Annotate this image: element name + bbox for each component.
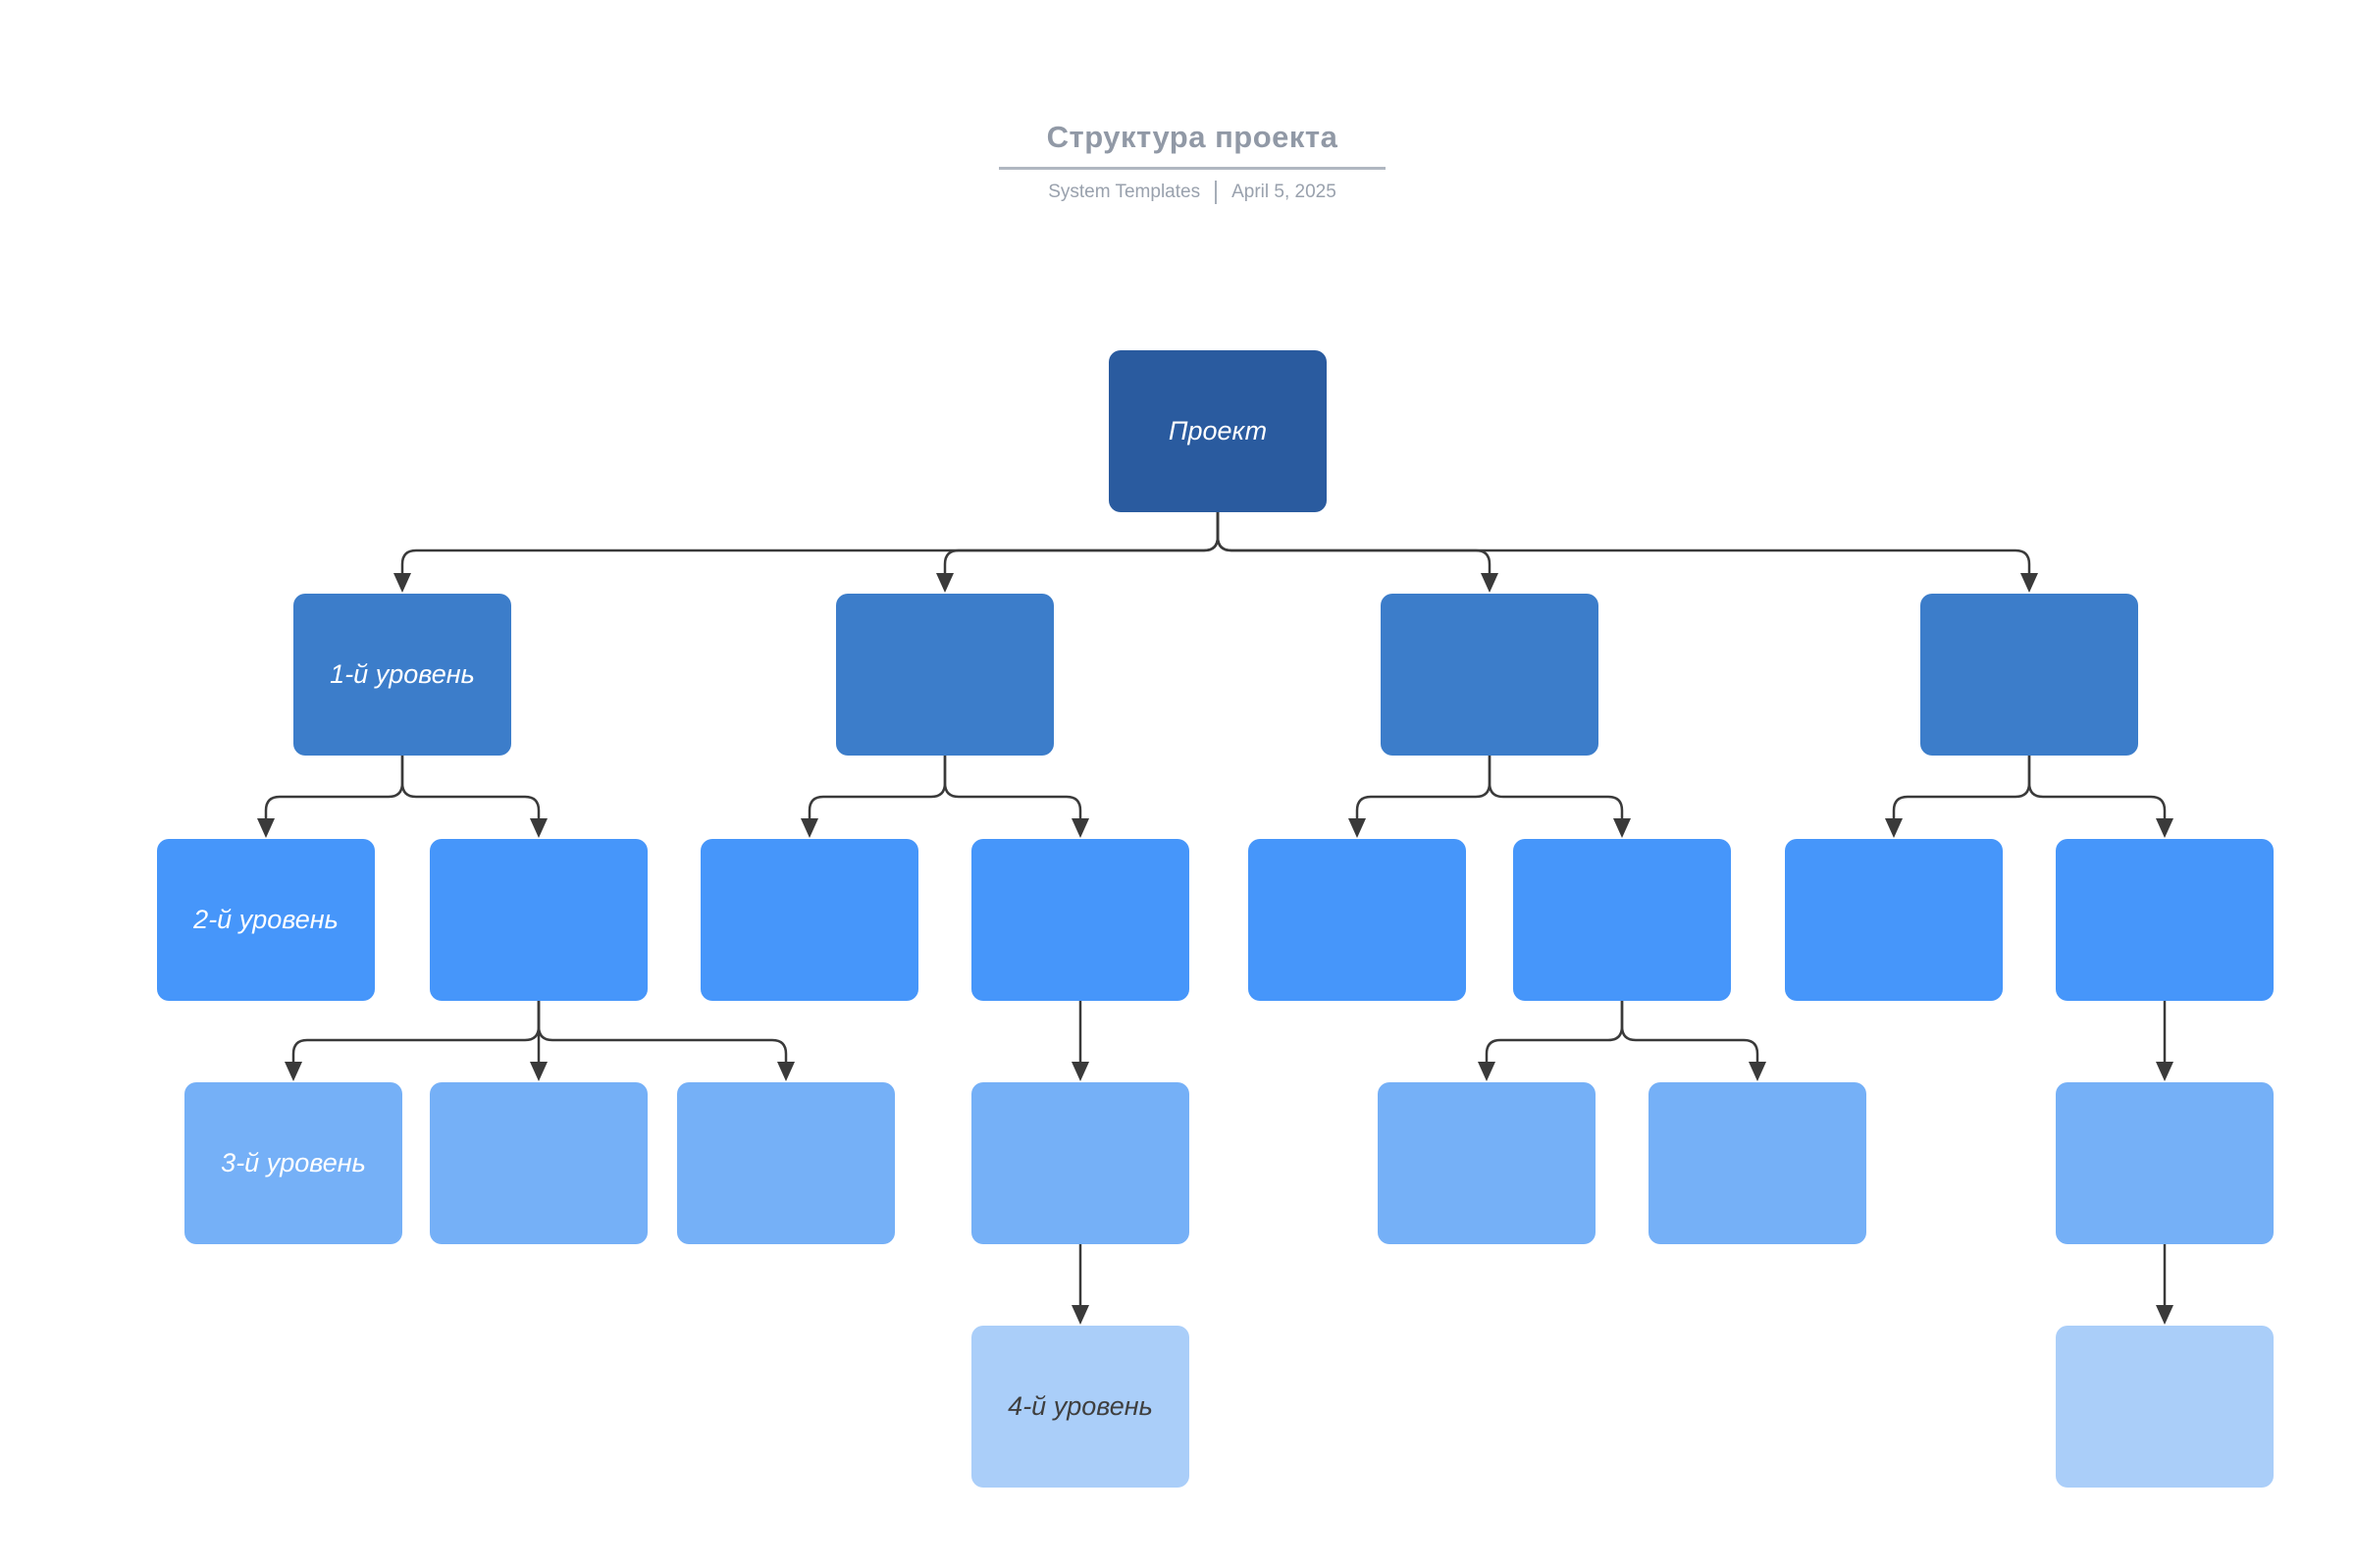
node-label: Проект — [1168, 416, 1268, 445]
node-l4a[interactable]: 4-й уровень — [971, 1326, 1189, 1488]
arrowhead-l2b-l3a — [285, 1062, 302, 1081]
node-l2c[interactable] — [701, 839, 918, 1001]
subtitle-divider — [1215, 181, 1218, 204]
connector-l1b-l2c — [808, 756, 947, 819]
node-l3f[interactable] — [1648, 1082, 1866, 1244]
node-l1b[interactable] — [836, 594, 1054, 756]
node-l2g[interactable] — [1785, 839, 2003, 1001]
arrowhead-l1b-l2c — [801, 818, 818, 838]
arrowhead-l2b-l3b — [530, 1062, 548, 1081]
arrowhead-l1b-l2d — [1072, 818, 1089, 838]
arrowhead-l1c-l2f — [1613, 818, 1631, 838]
connector-l1b-l2d — [943, 756, 1082, 819]
arrowhead-root-l1a — [393, 573, 411, 593]
node-l1d[interactable] — [1920, 594, 2138, 756]
arrowhead-l1a-l2b — [530, 818, 548, 838]
connector-l1c-l2e — [1355, 756, 1492, 819]
connector-root-l1a — [400, 512, 1220, 574]
node-l3d[interactable] — [971, 1082, 1189, 1244]
connector-root-l1b — [943, 512, 1220, 574]
node-l1a[interactable]: 1-й уровень — [293, 594, 511, 756]
node-l3g[interactable] — [2056, 1082, 2274, 1244]
connector-root-l1d — [1216, 512, 2031, 574]
node-label: 3-й уровень — [221, 1148, 366, 1177]
diagram-subtitle-date: April 5, 2025 — [1231, 182, 1336, 202]
arrowhead-root-l1d — [2020, 573, 2038, 593]
arrowhead-l2d-l3d — [1072, 1062, 1089, 1081]
node-l2f[interactable] — [1513, 839, 1731, 1001]
diagram-header: Структура проекта System Templates April… — [999, 120, 1386, 204]
node-l2a[interactable]: 2-й уровень — [157, 839, 375, 1001]
connector-l1a-l2a — [264, 756, 404, 819]
node-root[interactable]: Проект — [1109, 350, 1327, 512]
arrowhead-l1c-l2e — [1348, 818, 1366, 838]
connector-l1d-l2g — [1892, 756, 2031, 819]
connector-l1a-l2b — [400, 756, 541, 819]
connector-root-l1c — [1216, 512, 1492, 574]
arrowhead-l1d-l2g — [1885, 818, 1903, 838]
arrowhead-l3d-l4a — [1072, 1305, 1089, 1325]
node-l1c[interactable] — [1381, 594, 1598, 756]
node-l3e[interactable] — [1378, 1082, 1596, 1244]
node-label: 2-й уровень — [193, 905, 339, 934]
arrowhead-l2b-l3c — [777, 1062, 795, 1081]
arrowhead-root-l1b — [936, 573, 954, 593]
node-label: 1-й уровень — [330, 659, 475, 689]
node-l3c[interactable] — [677, 1082, 895, 1244]
connector-l2b-l3a — [291, 1001, 541, 1063]
arrowhead-l3g-l4b — [2156, 1305, 2173, 1325]
node-l3b[interactable] — [430, 1082, 648, 1244]
connector-l2f-l3e — [1485, 1001, 1624, 1063]
node-l3a[interactable]: 3-й уровень — [184, 1082, 402, 1244]
arrowhead-l1a-l2a — [257, 818, 275, 838]
diagram-subtitle-template-name: System Templates — [1048, 182, 1201, 202]
connector-l2b-l3c — [537, 1001, 788, 1063]
node-l2e[interactable] — [1248, 839, 1466, 1001]
arrowhead-root-l1c — [1481, 573, 1498, 593]
arrowhead-l1d-l2h — [2156, 818, 2173, 838]
connector-l2f-l3f — [1620, 1001, 1759, 1063]
node-l2d[interactable] — [971, 839, 1189, 1001]
arrowhead-l2f-l3f — [1749, 1062, 1766, 1081]
connector-l1d-l2h — [2027, 756, 2167, 819]
node-l4b[interactable] — [2056, 1326, 2274, 1488]
connector-l1c-l2f — [1488, 756, 1624, 819]
node-l2b[interactable] — [430, 839, 648, 1001]
arrowhead-l2f-l3e — [1478, 1062, 1495, 1081]
node-l2h[interactable] — [2056, 839, 2274, 1001]
diagram-subtitle: System Templates April 5, 2025 — [999, 181, 1386, 204]
node-label: 4-й уровень — [1008, 1391, 1153, 1421]
diagram-title: Структура проекта — [999, 120, 1386, 170]
arrowhead-l2h-l3g — [2156, 1062, 2173, 1081]
